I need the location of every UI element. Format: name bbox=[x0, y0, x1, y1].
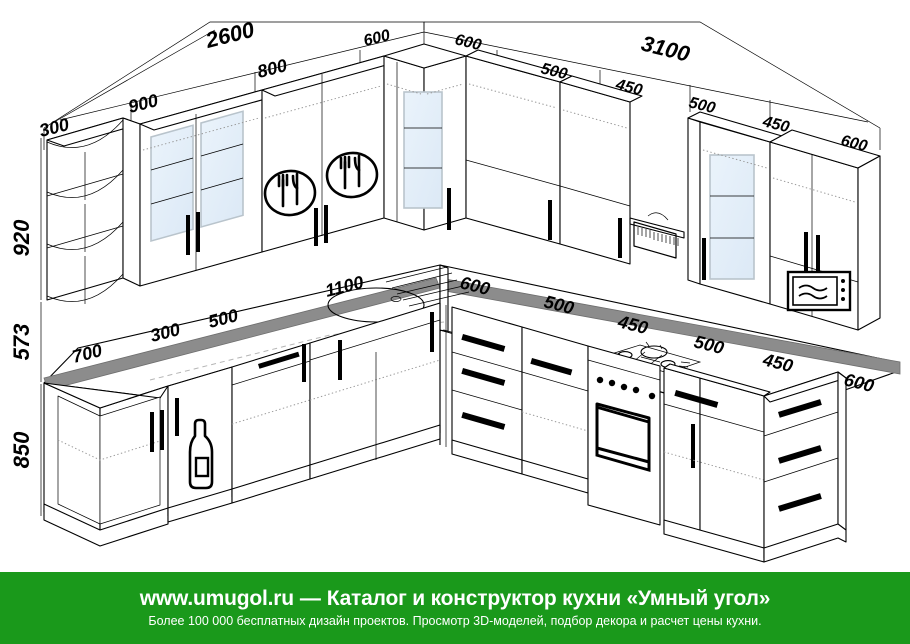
upper-cabinet-450-hood[interactable] bbox=[559, 75, 685, 265]
upper-cabinet-glass-900[interactable] bbox=[139, 89, 277, 287]
dim-upper-900: 900 bbox=[126, 90, 160, 117]
dim-upper-500b: 500 bbox=[687, 94, 717, 117]
upper-corner-glass-cabinet[interactable] bbox=[383, 43, 467, 231]
base-corner-600[interactable] bbox=[451, 306, 523, 475]
base-corner-end-unit-700[interactable] bbox=[43, 382, 169, 547]
dim-upper-500a: 500 bbox=[539, 60, 569, 83]
cutlery-icon-left bbox=[263, 169, 317, 217]
dim-corner-600-left: 600 bbox=[362, 27, 392, 50]
upper-cabinet-microwave[interactable] bbox=[769, 129, 881, 331]
sink bbox=[327, 266, 470, 323]
cooker-oven-unit-450[interactable] bbox=[587, 345, 661, 526]
upper-cabinet-hood-500[interactable] bbox=[465, 49, 573, 245]
microwave-icon bbox=[786, 270, 852, 312]
base-drawer-500[interactable] bbox=[521, 326, 589, 494]
banner-dash: — bbox=[299, 587, 321, 611]
dim-upper-450b: 450 bbox=[760, 113, 791, 136]
banner-catalog-title: Каталог и конструктор кухни «Умный угол» bbox=[326, 587, 771, 611]
base-cabinet-500[interactable] bbox=[231, 342, 311, 504]
dim-upper-450a: 450 bbox=[613, 76, 644, 99]
dim-upper-600: 600 bbox=[839, 132, 869, 155]
dim-height-920: 920 bbox=[9, 219, 34, 256]
dim-height-573: 573 bbox=[9, 324, 34, 361]
banner-site-url[interactable]: www.umugol.ru bbox=[139, 587, 294, 611]
upper-cabinet-cutlery-800[interactable] bbox=[261, 55, 398, 253]
extractor-hood-icon bbox=[629, 212, 685, 259]
upper-cabinet-glass-500[interactable] bbox=[687, 111, 783, 305]
banner-subtitle: Более 100 000 бесплатных дизайн проектов… bbox=[148, 614, 762, 629]
base-bottle-rack-300[interactable] bbox=[167, 366, 233, 523]
kitchen-isometric-drawing: .ln{fill:none;stroke:#000;stroke-width:1… bbox=[9, 17, 901, 563]
upper-corner-open-shelf[interactable] bbox=[46, 117, 141, 304]
countertop bbox=[43, 264, 901, 421]
base-end-drawer-600[interactable] bbox=[763, 371, 847, 563]
banner-title-line: www.umugol.ru—Каталог и конструктор кухн… bbox=[139, 587, 771, 611]
bottle-icon bbox=[188, 418, 214, 490]
dim-corner-600-right: 600 bbox=[453, 31, 483, 54]
dim-height-850: 850 bbox=[9, 431, 34, 468]
dim-3100: 3100 bbox=[639, 31, 693, 67]
dim-upper-800: 800 bbox=[255, 55, 289, 82]
base-cabinet-450-right[interactable] bbox=[663, 363, 771, 563]
base-sink-cabinet-1100[interactable] bbox=[309, 302, 441, 480]
cutlery-icon-right bbox=[325, 151, 379, 199]
site-banner[interactable]: www.umugol.ru—Каталог и конструктор кухн… bbox=[0, 572, 910, 644]
